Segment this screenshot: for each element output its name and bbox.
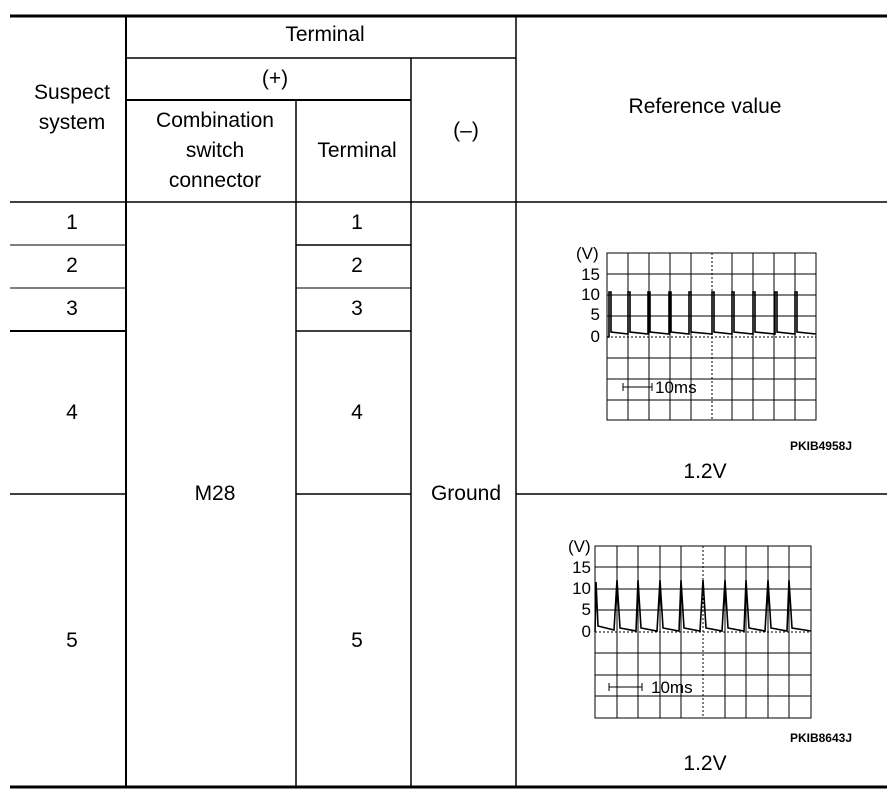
scope-tick-5-1: 5 <box>591 305 600 324</box>
terminal-5: 5 <box>351 629 363 652</box>
time-division-label-2: 10ms <box>651 678 693 697</box>
scope-tick-15-2: 15 <box>572 558 591 577</box>
scope-unit-1: (V) <box>576 244 599 263</box>
header-connector-line2: switch <box>186 139 244 162</box>
suspect-system-4: 4 <box>66 401 78 424</box>
ground-label: Ground <box>431 482 501 505</box>
oscilloscope-waveform-2: (V) 15 10 5 0 10ms PKIB8643J 1.2V <box>568 537 852 775</box>
time-division-marker-2 <box>608 683 643 691</box>
header-suspect-system-line1: Suspect <box>34 81 110 104</box>
scope-tick-15-1: 15 <box>581 265 600 284</box>
header-reference-value: Reference value <box>629 95 782 118</box>
suspect-system-1: 1 <box>66 211 78 234</box>
suspect-system-3: 3 <box>66 297 78 320</box>
header-minus: (–) <box>453 119 479 142</box>
terminal-3: 3 <box>351 297 363 320</box>
header-connector-line3: connector <box>169 169 261 192</box>
header-suspect-system-line2: system <box>39 111 106 134</box>
figure-code-2: PKIB8643J <box>790 731 852 745</box>
scope-grid-1 <box>606 252 817 421</box>
suspect-system-2: 2 <box>66 254 78 277</box>
table-body: 1 2 3 4 5 1 2 3 4 5 M28 Ground <box>66 211 501 652</box>
scope-grid-2 <box>594 545 812 719</box>
suspect-system-5: 5 <box>66 629 78 652</box>
connector-m28: M28 <box>195 482 236 505</box>
scope-trace-2 <box>594 579 812 633</box>
scope-tick-10-1: 10 <box>581 285 600 304</box>
scope-tick-0-2: 0 <box>582 622 591 641</box>
header-terminal: Terminal <box>285 23 364 46</box>
figure-code-1: PKIB4958J <box>790 439 852 453</box>
scope-unit-2: (V) <box>568 537 591 556</box>
reference-value-1: 1.2V <box>683 460 726 483</box>
table-header: Terminal (+) Suspect system Combination … <box>34 23 781 192</box>
scope-tick-5-2: 5 <box>582 600 591 619</box>
header-connector-line1: Combination <box>156 109 274 132</box>
table-rules <box>10 14 887 789</box>
header-plus: (+) <box>262 67 288 90</box>
scope-tick-10-2: 10 <box>572 579 591 598</box>
terminal-4: 4 <box>351 401 363 424</box>
scope-trace-1 <box>607 291 817 338</box>
terminal-2: 2 <box>351 254 363 277</box>
header-terminal-sub: Terminal <box>317 139 396 162</box>
time-division-marker-1 <box>622 383 653 391</box>
terminal-1: 1 <box>351 211 363 234</box>
reference-value-2: 1.2V <box>683 752 726 775</box>
time-division-label-1: 10ms <box>655 378 697 397</box>
scope-tick-0-1: 0 <box>591 327 600 346</box>
oscilloscope-waveform-1: (V) 15 10 5 0 10ms PKIB4958J 1.2V <box>576 244 852 483</box>
